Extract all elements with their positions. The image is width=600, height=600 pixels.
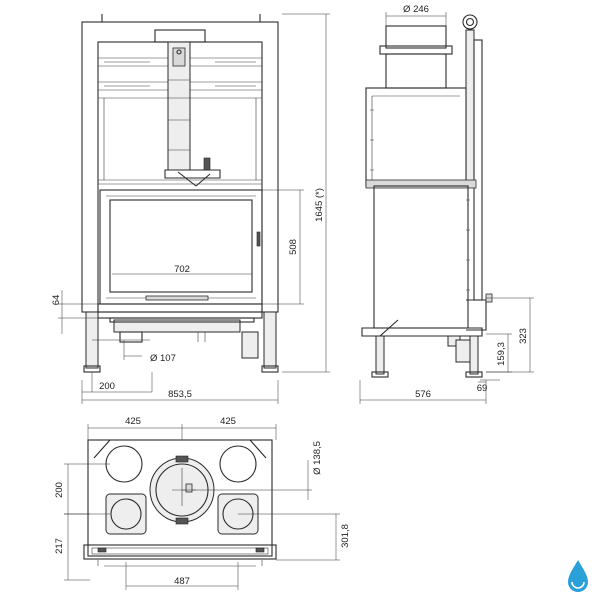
- side-depth-label: 576: [415, 389, 431, 400]
- front-view-dimensions: [58, 13, 330, 404]
- side-leg-height-label: 323: [518, 328, 529, 344]
- side-view-dimensions: [359, 297, 534, 404]
- base-height-label: 64: [51, 295, 62, 306]
- water-drop-logo-icon: [568, 560, 588, 592]
- plan-right-half-label: 425: [220, 416, 236, 427]
- front-view: [81, 14, 279, 373]
- flue-diameter-label: Ø 246: [403, 4, 429, 15]
- plan-left-half-label: 425: [125, 416, 141, 427]
- side-view: [361, 12, 493, 378]
- leg-offset-label: 200: [99, 381, 115, 392]
- overall-height-label: 1645 (*): [314, 188, 325, 222]
- plan-depth-label: 301,8: [340, 524, 351, 548]
- plan-row-spacing-label: 200: [54, 482, 65, 498]
- plan-center-diameter-label: Ø 138,5: [312, 441, 323, 475]
- outlet-diameter-label: Ø 107: [150, 353, 176, 364]
- plan-front-offset-label: 217: [54, 538, 65, 554]
- plan-view: [83, 439, 277, 567]
- door-width-label: 702: [174, 264, 190, 275]
- plan-bottom-width-label: 487: [174, 576, 190, 587]
- side-leg-offset-label: 69: [477, 383, 488, 394]
- side-inlet-height-label: 159,3: [496, 342, 507, 366]
- plan-view-dimensions: [64, 424, 340, 590]
- door-height-label: 508: [288, 239, 299, 255]
- overall-width-label: 853,5: [168, 389, 192, 400]
